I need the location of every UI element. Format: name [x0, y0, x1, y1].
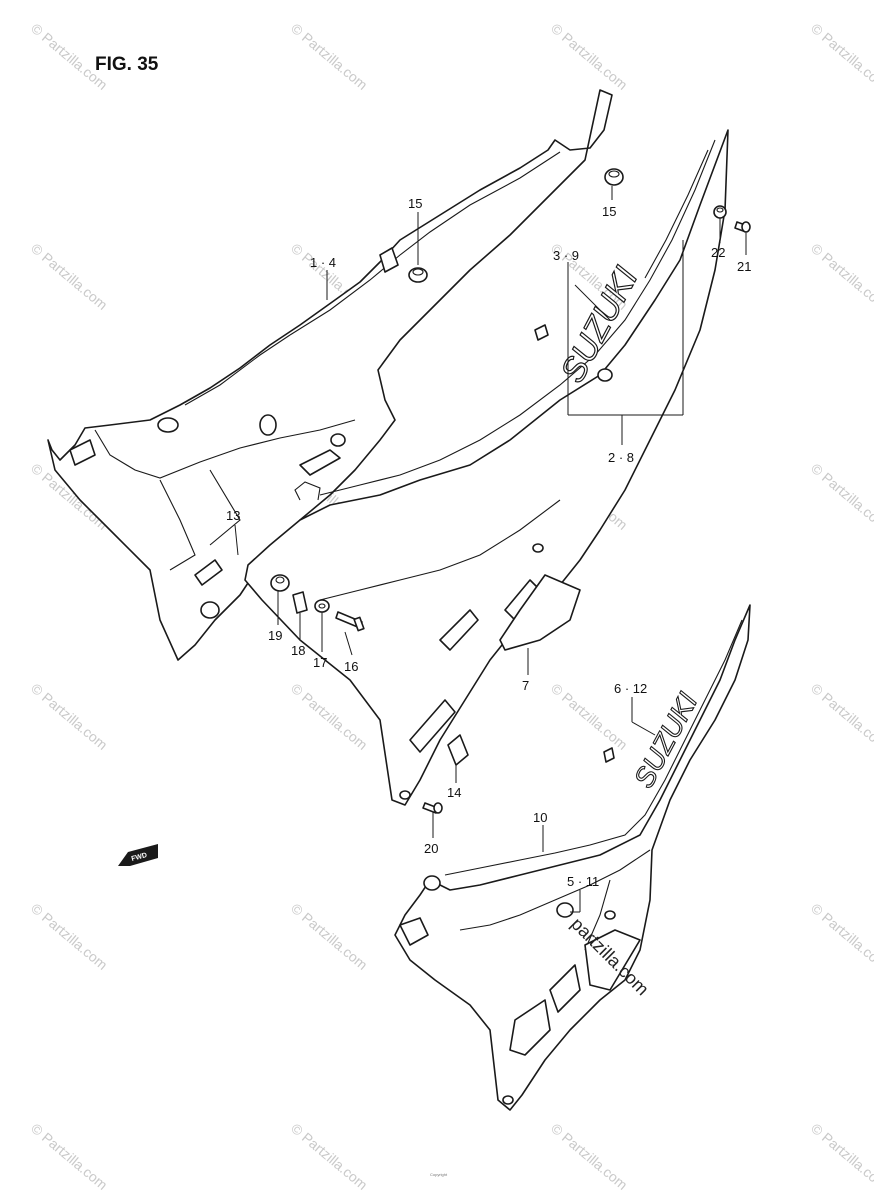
figure-title: FIG. 35 — [95, 54, 159, 75]
watermark: © Partzilla.com — [288, 20, 371, 93]
label-19: 19 — [268, 628, 282, 643]
label-6-12: 6 · 12 — [614, 681, 647, 696]
label-13: 13 — [226, 508, 240, 523]
panel-part-7 — [499, 574, 581, 651]
watermark: © Partzilla.com — [808, 20, 874, 93]
label-20: 20 — [424, 841, 438, 856]
frame-cover-upper-left — [47, 89, 613, 661]
watermark: © Partzilla.com — [548, 1120, 631, 1193]
watermark: © Partzilla.com — [28, 1120, 111, 1193]
clip-part-14 — [447, 734, 469, 766]
watermark: © Partzilla.com — [808, 1120, 874, 1193]
fwd-label: FWD — [131, 852, 148, 863]
label-15-left: 15 — [408, 196, 422, 211]
label-3-9: 3 · 9 — [553, 248, 579, 263]
part-labels: 1 · 4 2 · 8 3 · 9 5 · 11 6 · 12 7 10 13 … — [226, 196, 751, 889]
label-5-11: 5 · 11 — [567, 874, 599, 889]
label-7: 7 — [522, 678, 529, 693]
label-18: 18 — [291, 643, 305, 658]
label-22: 22 — [711, 245, 725, 260]
label-1-4: 1 · 4 — [310, 255, 336, 270]
watermark: © Partzilla.com — [28, 240, 111, 313]
watermark: © Partzilla.com — [808, 900, 874, 973]
watermark: © Partzilla.com — [808, 460, 874, 533]
watermark: © Partzilla.com — [288, 900, 371, 973]
label-15-right: 15 — [602, 204, 616, 219]
label-21: 21 — [737, 259, 751, 274]
watermark: © Partzilla.com — [28, 900, 111, 973]
label-17: 17 — [313, 655, 327, 670]
label-14: 14 — [447, 785, 461, 800]
fastener-stack — [270, 574, 365, 632]
screw-part-20 — [422, 802, 443, 814]
label-16: 16 — [344, 659, 358, 674]
watermark: © Partzilla.com — [28, 680, 111, 753]
label-2-8: 2 · 8 — [608, 450, 634, 465]
leader-lines — [234, 186, 747, 913]
footer-text: Copyright — [430, 1172, 448, 1177]
label-10: 10 — [533, 810, 547, 825]
watermark: © Partzilla.com — [288, 1120, 371, 1193]
watermark: © Partzilla.com — [808, 240, 874, 313]
fwd-arrow-icon: FWD — [118, 844, 158, 866]
watermark: © Partzilla.com — [548, 20, 631, 93]
watermark: © Partzilla.com — [808, 680, 874, 753]
